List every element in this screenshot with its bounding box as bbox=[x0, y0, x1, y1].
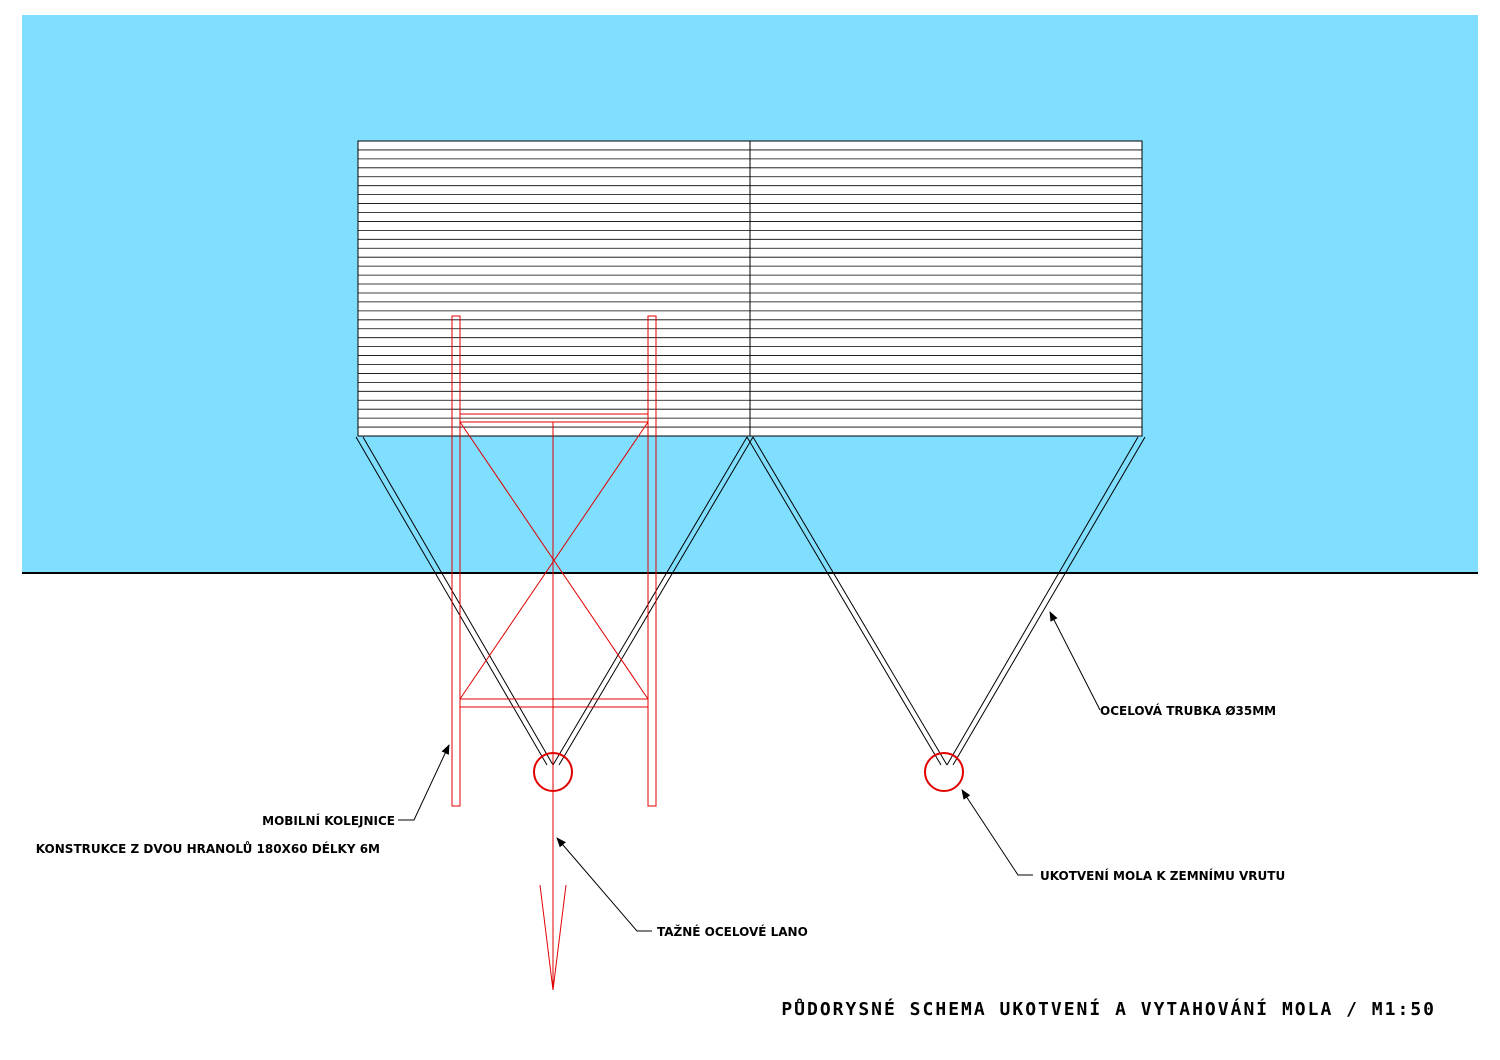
label-rail-line2: KONSTRUKCE Z DVOU HRANOLŮ 180X60 DÉLKY 6… bbox=[36, 841, 380, 856]
leader-tube bbox=[1049, 611, 1101, 711]
label-anchor: UKOTVENÍ MOLA K ZEMNÍMU VRUTU bbox=[1040, 868, 1285, 883]
pier-deck bbox=[357, 140, 1143, 437]
anchor-circle-left bbox=[533, 752, 573, 792]
label-cable: TAŽNÉ OCELOVÉ LANO bbox=[657, 924, 808, 939]
leader-anchor bbox=[961, 789, 1033, 876]
mobile-rail bbox=[451, 315, 657, 807]
tube-right-b bbox=[946, 436, 1146, 766]
leader-rail bbox=[398, 744, 450, 821]
drawing-title: PŮDORYSNÉ SCHEMA UKOTVENÍ A VYTAHOVÁNÍ M… bbox=[781, 997, 1436, 1020]
label-tube: OCELOVÁ TRUBKA Ø35MM bbox=[1100, 703, 1276, 718]
rail-beam-right bbox=[647, 315, 657, 807]
towing-cable bbox=[539, 765, 567, 991]
leader-cable bbox=[556, 837, 652, 932]
label-rail-line1: MOBILNÍ KOLEJNICE bbox=[262, 813, 395, 828]
rail-beam-left bbox=[451, 315, 461, 807]
anchor-circle-right bbox=[924, 752, 964, 792]
tube-right-a bbox=[746, 436, 948, 766]
rail-brace-2 bbox=[459, 421, 649, 700]
